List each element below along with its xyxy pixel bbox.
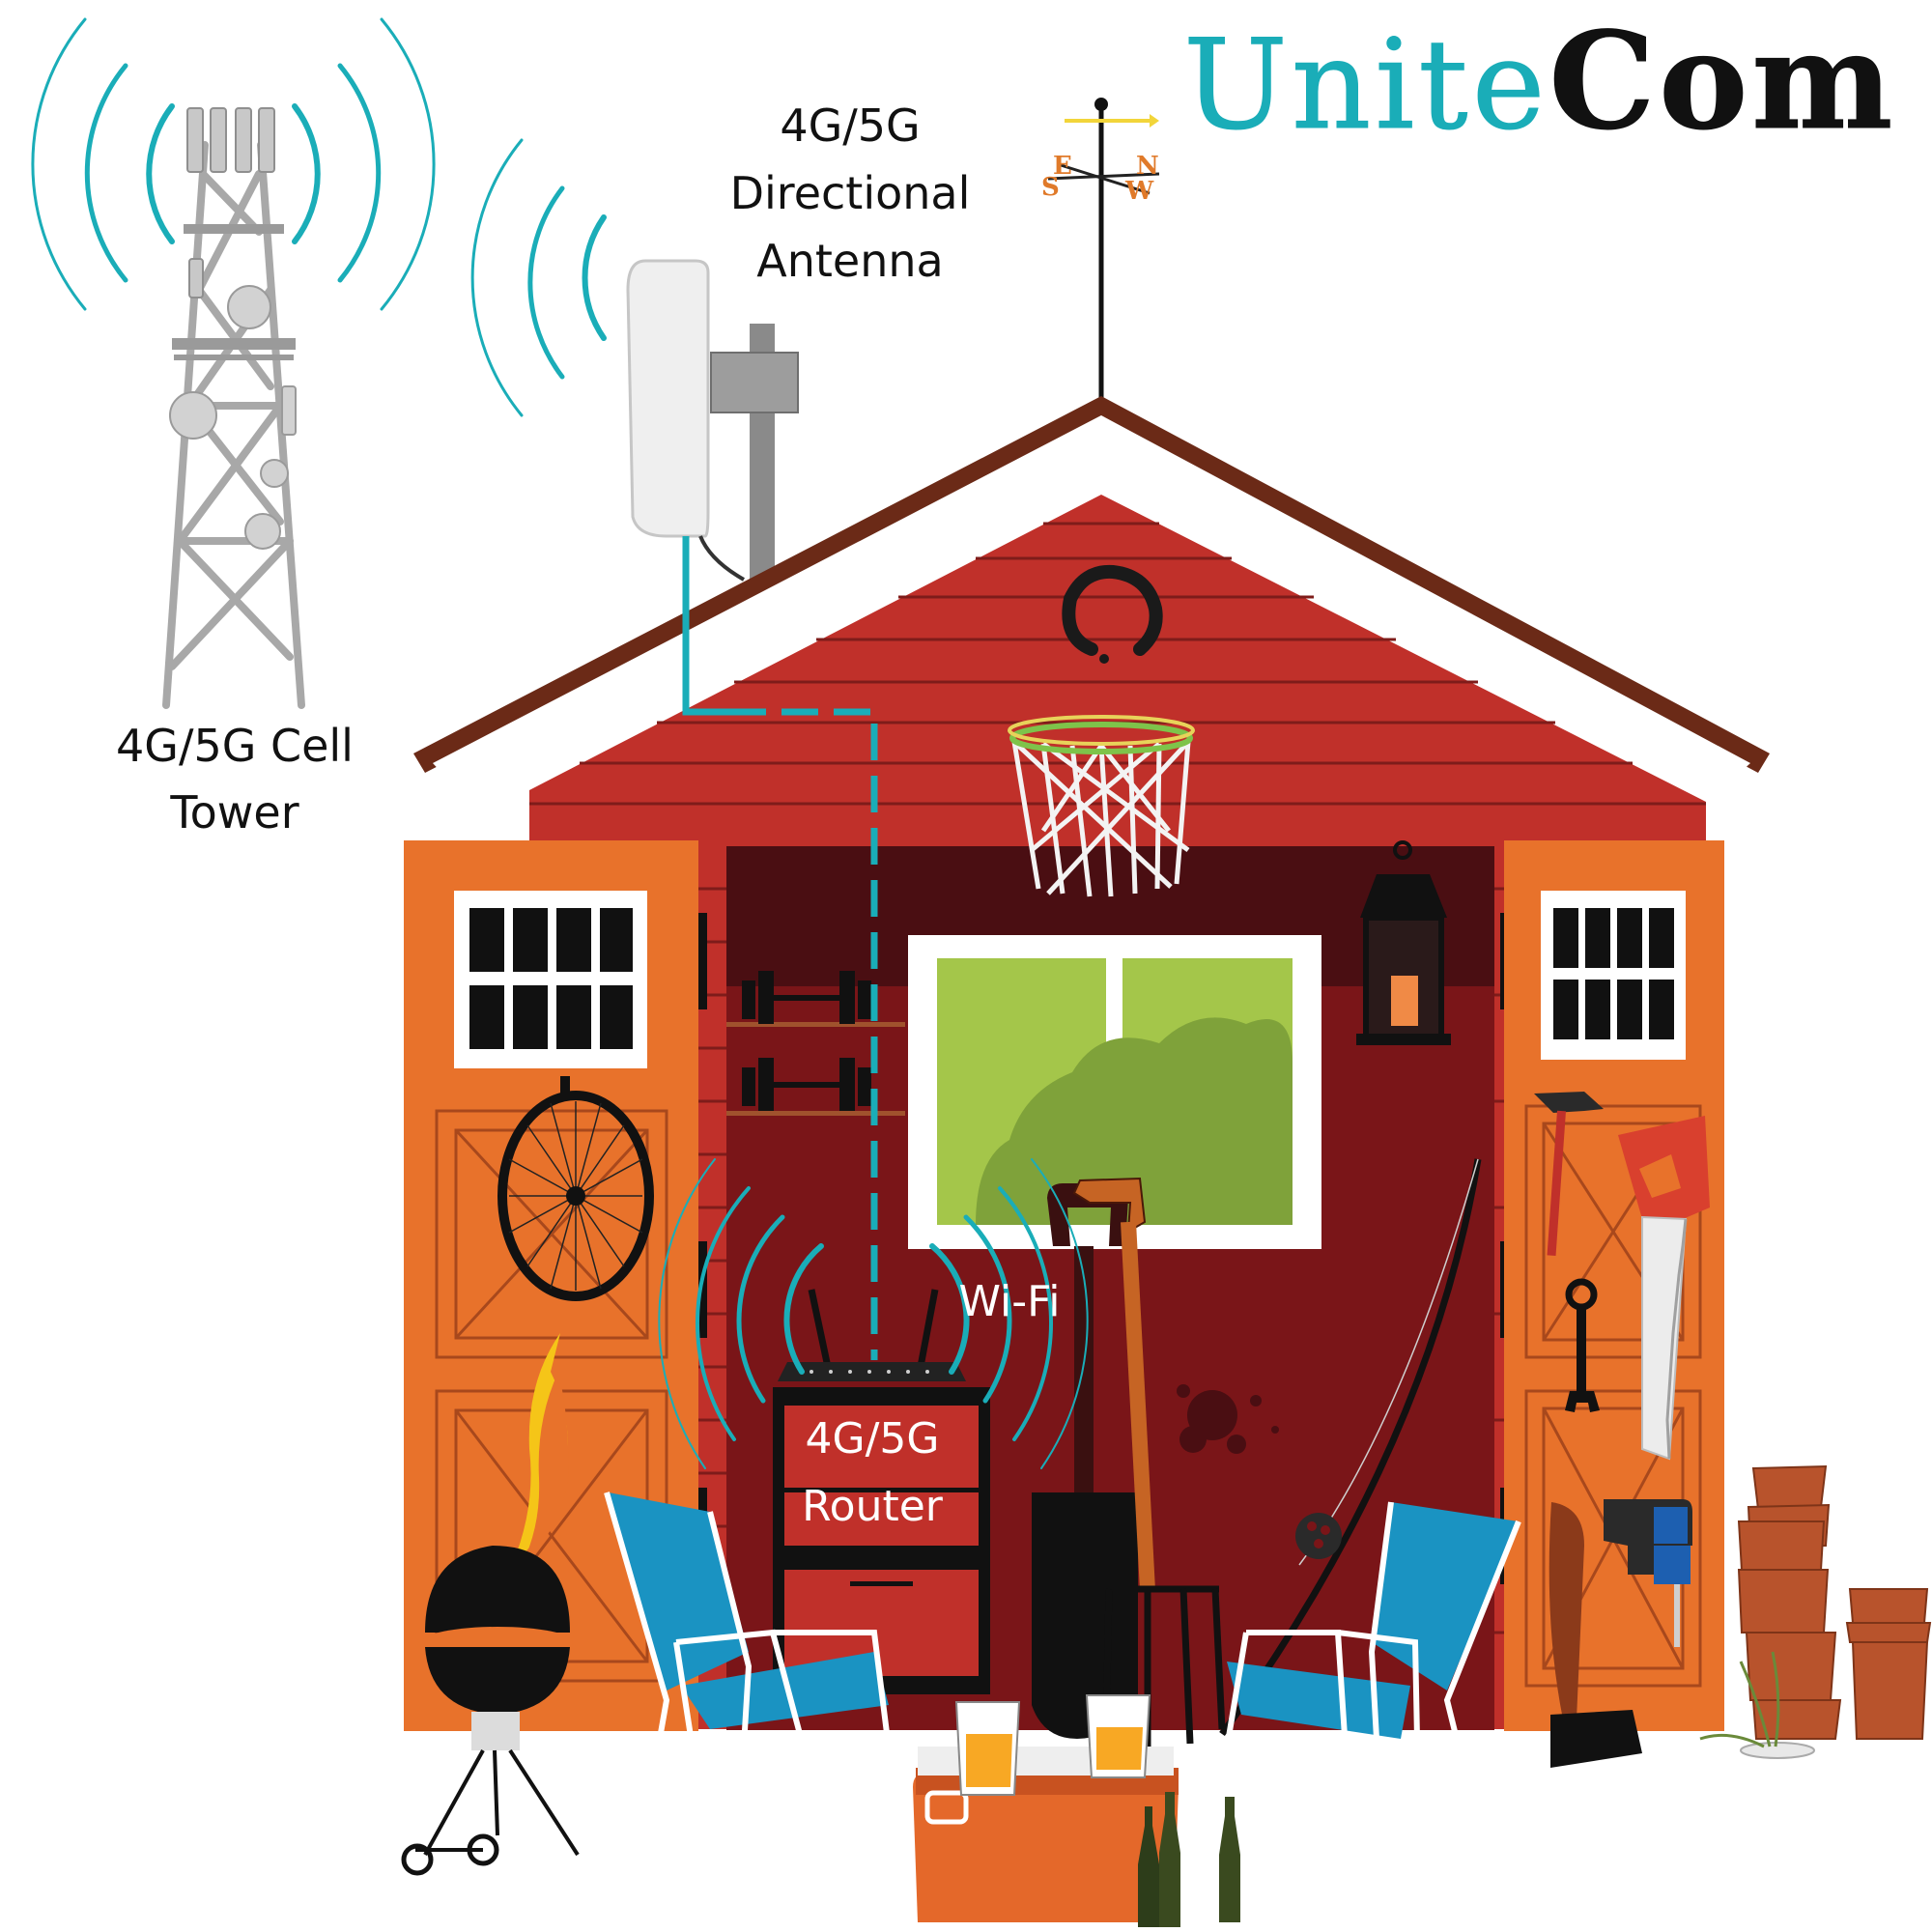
lawn-chair-left-icon [604,1492,906,1923]
bbq-grill-icon [401,1333,580,1876]
router-cabinet [773,1387,990,1694]
power-drill-icon [1604,1499,1692,1647]
wifi-label: Wi-Fi [959,1277,1061,1326]
fishing-rod-icon [1219,1158,1482,1737]
dumbbells-icon [726,971,905,1116]
wrench-icon [1565,1278,1600,1412]
drink-glasses-icon [954,1694,1151,1796]
paint-splat [1177,1384,1279,1454]
antenna-label: 4G/5G Directional Antenna [730,99,971,287]
antenna-label-line-1: 4G/5G [780,99,920,152]
lantern-icon [1356,840,1451,1045]
right-door [1504,840,1724,1731]
brand-part-1: Unite [1183,14,1548,157]
axe-icon [1548,1502,1642,1768]
router-label: 4G/5G Router [802,1414,944,1531]
lawn-chair-right-icon [1205,1501,1521,1885]
bottles-icon [1138,1792,1240,1927]
weather-vane-icon: E S N W [1041,98,1160,398]
router-label-line-2: Router [802,1482,944,1531]
horseshoe-icon [1062,564,1163,664]
directional-antenna-icon [626,259,799,582]
svg-text:UniteCom: UniteCom [1183,2,1896,159]
shed-gable [529,495,1706,850]
wifi-signal-waves [658,1158,1089,1469]
router-icon [778,1289,966,1381]
antenna-label-line-2: Directional [730,167,971,219]
cell-tower-label-line-2: Tower [169,786,298,838]
compass-s: S [1041,173,1060,202]
hand-saw-icon [1618,1116,1710,1461]
cell-tower-label: 4G/5G Cell Tower [116,720,354,838]
cell-tower-icon [31,17,436,709]
flower-pots-icon [1699,1464,1932,1759]
compass-w: W [1124,177,1154,206]
compass-n: N [1136,152,1159,181]
router-label-line-1: 4G/5G [805,1414,939,1463]
tower-signal-waves [31,17,436,311]
brand-part-2: Com [1548,2,1896,159]
bicycle-wheel-icon [497,1076,654,1301]
antenna-signal-waves [470,138,607,417]
brand-logo: UniteCom [1183,2,1896,160]
antenna-cable [682,536,878,1360]
hammer-icon [1534,1092,1604,1256]
cell-tower-label-line-1: 4G/5G Cell [116,720,354,772]
antenna-label-line-3: Antenna [756,235,943,287]
compass-e: E [1053,152,1072,181]
back-window [908,935,1321,1249]
basketball-hoop-icon [1008,715,1195,897]
